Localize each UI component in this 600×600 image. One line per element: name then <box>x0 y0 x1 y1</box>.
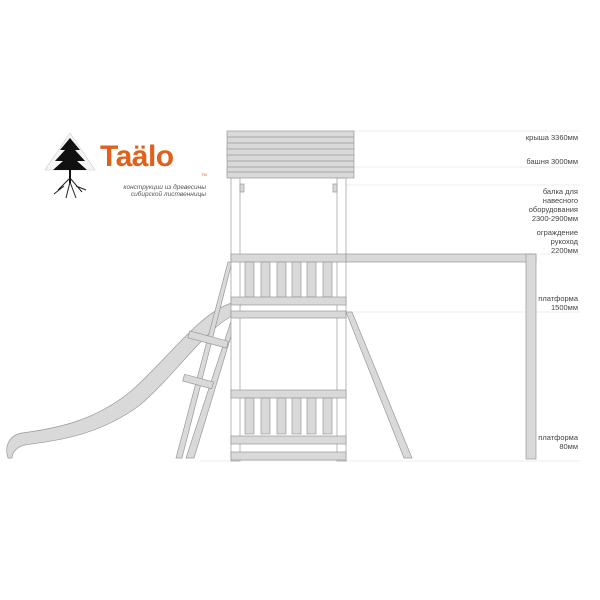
dimension-guides <box>200 130 580 462</box>
swing-post <box>525 253 537 460</box>
dim-beam: балка для навесного оборудования 2300-29… <box>528 187 578 223</box>
a-frame-leg <box>345 311 413 459</box>
platform-beam <box>230 310 347 319</box>
dim-railing: ограждение рукоход 2200мм <box>536 228 578 255</box>
roof <box>226 130 355 179</box>
slide <box>6 302 233 459</box>
brand-tagline: конструкции из древесины сибирской листв… <box>123 184 206 198</box>
upper-rail-top <box>230 253 347 263</box>
logo <box>40 128 220 208</box>
dim-base: платформа 80мм <box>538 433 578 451</box>
trademark: TM <box>201 172 207 177</box>
swing-beam <box>345 253 537 263</box>
ladder <box>175 261 243 459</box>
base-beam <box>230 451 347 461</box>
dim-platform: платформа 1500мм <box>538 294 578 312</box>
tree-logo-icon <box>44 132 96 199</box>
dim-tower: башня 3000мм <box>526 157 578 166</box>
brand-name: Taälo <box>100 140 174 173</box>
tower-post-left <box>230 177 241 462</box>
dim-roof: крыша 3360мм <box>525 133 578 142</box>
tower-post-right <box>336 177 347 462</box>
